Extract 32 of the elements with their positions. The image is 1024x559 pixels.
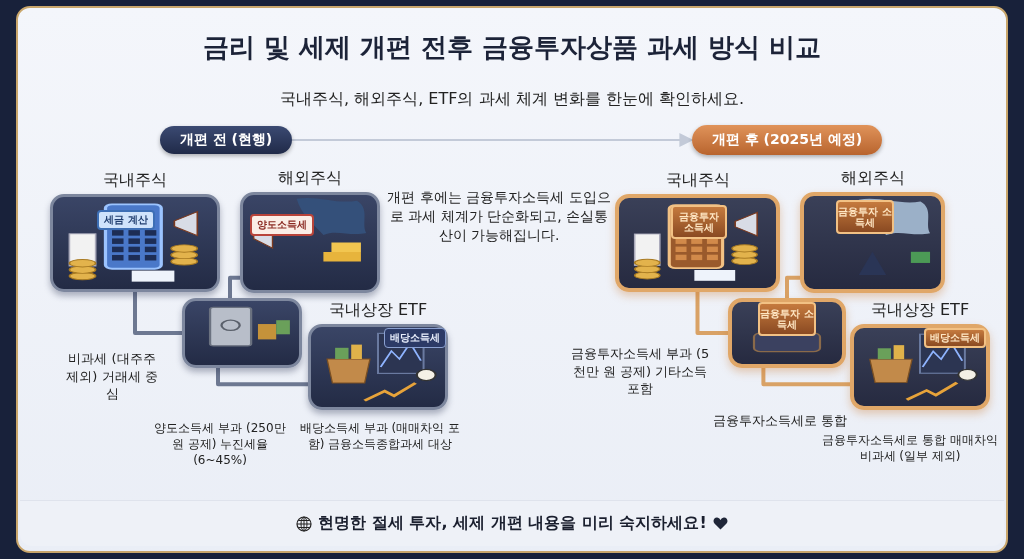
diagram-title: 금리 및 세제 개편 전후 금융투자상품 과세 방식 비교 xyxy=(201,31,823,64)
platform-heading: 국내상장 ETF xyxy=(327,300,429,321)
sign-label: 금융투자 소득세 xyxy=(671,205,727,239)
connector-line xyxy=(785,275,800,298)
connector-line xyxy=(228,275,240,298)
connector-line xyxy=(761,368,850,387)
sign-label: 금융투자 소득세 xyxy=(758,302,816,336)
platform-heading: 해외주식 xyxy=(277,168,343,189)
callout-text: 개편 후에는 금융투자소득세 도입으로 과세 체계가 단순화되고, 손실통산이 가능해집니다. xyxy=(386,188,612,245)
tax-note: 금융투자소득세로 통합 xyxy=(711,412,849,430)
arrow xyxy=(291,133,694,147)
connector-line xyxy=(133,292,182,335)
tax-note: 양도소득세 부과 (250만 원 공제) 누진세율 (6~45%) xyxy=(153,420,287,469)
stage-pill: 개편 후 (2025년 예정) xyxy=(692,125,882,155)
stage-pill: 개편 전 (현행) xyxy=(160,126,292,154)
platform-heading: 국내상장 ETF xyxy=(869,300,971,321)
tax-note: 배당소득세 부과 (매매차익 포함) 금융소득종합과세 대상 xyxy=(298,420,462,453)
tax-note: 금융투자소득세로 통합 매매차익 비과세 (일부 제외) xyxy=(822,432,998,465)
sign-label: 배당소득세 xyxy=(924,328,986,348)
connector-line xyxy=(695,292,728,335)
subtitle: 국내주식, 해외주식, ETF의 과세 체계 변화를 한눈에 확인하세요. xyxy=(279,88,745,110)
sign-label: 양도소득세 xyxy=(250,214,314,236)
platform-heading: 국내주식 xyxy=(102,170,168,191)
platform-heading: 해외주식 xyxy=(839,168,906,189)
footer-text: 현명한 절세 투자, 세제 개편 내용을 미리 숙지하세요! xyxy=(318,513,707,534)
tax-note: 비과세 (대주주 제외) 거래세 중심 xyxy=(65,350,159,403)
tax-note: 금융투자소득세 부과 (5천만 원 공제) 기타소득 포함 xyxy=(569,345,711,398)
sign-label: 배당소득세 xyxy=(384,328,446,348)
connector-line xyxy=(216,368,308,387)
sign-label: 금융투자 소득세 xyxy=(836,200,894,234)
sign-label: 세금 계산 xyxy=(97,210,155,230)
platform-heading: 국내주식 xyxy=(664,170,731,191)
